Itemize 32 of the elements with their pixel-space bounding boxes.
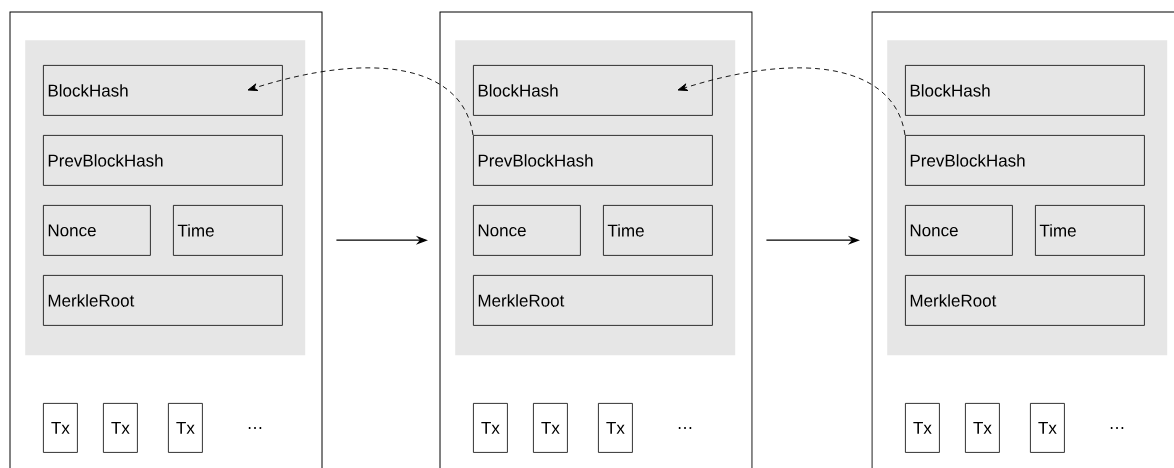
ellipsis: … — [678, 427, 692, 429]
dashed-arrow — [677, 67, 906, 136]
field-box: PrevBlockHash — [43, 135, 283, 186]
field-box: Time — [173, 205, 283, 256]
field-box: Nonce — [473, 205, 581, 256]
field-box: MerkleRoot — [43, 275, 283, 326]
ellipsis: … — [248, 427, 262, 429]
dashed-arrow — [247, 67, 474, 136]
field-box: MerkleRoot — [473, 275, 713, 326]
transaction-box: Tx — [533, 403, 568, 453]
block-frame — [439, 11, 753, 468]
transaction-box: Tx — [168, 403, 203, 453]
transaction-box: Tx — [43, 403, 78, 453]
field-box: BlockHash — [43, 65, 283, 116]
field-box: Time — [1035, 205, 1145, 256]
field-box: MerkleRoot — [905, 275, 1145, 326]
transaction-box: Tx — [905, 403, 940, 453]
field-box: Nonce — [43, 205, 151, 256]
transaction-box: Tx — [1030, 403, 1065, 453]
field-box: PrevBlockHash — [905, 135, 1145, 186]
transaction-box: Tx — [598, 403, 633, 453]
block-frame — [9, 11, 323, 468]
field-box: BlockHash — [473, 65, 713, 116]
field-box: Nonce — [905, 205, 1013, 256]
transaction-box: Tx — [473, 403, 508, 453]
field-box: BlockHash — [905, 65, 1145, 116]
field-box: Time — [603, 205, 713, 256]
transaction-box: Tx — [965, 403, 1000, 453]
transaction-box: Tx — [103, 403, 138, 453]
block-frame — [871, 11, 1174, 468]
ellipsis: … — [1110, 427, 1124, 429]
field-box: PrevBlockHash — [473, 135, 713, 186]
